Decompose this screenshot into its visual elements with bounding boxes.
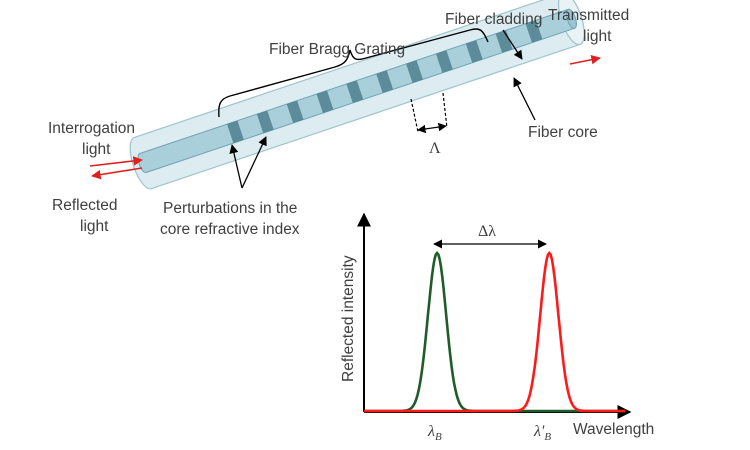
interrogation-light-label-line2: light [82,141,111,158]
perturbation-band [406,60,423,83]
perturbation-pointer-1 [229,144,243,189]
fiber-core-label: Fiber core [528,124,598,141]
perturbation-band [465,40,483,63]
transmitted-light-arrow [569,54,601,65]
cladding-pointer [502,29,523,60]
reflected-light-label-line1: Reflected [52,197,117,214]
perturbation-band [227,120,244,144]
reflected-light-arrow [91,167,143,180]
grating-brace [218,28,489,118]
interrogation-light-arrow [89,156,143,167]
perturbation-band [435,50,453,73]
perturbation-band [376,70,394,93]
transmitted-light-label-line1: Transmitted [548,7,629,24]
spectrum-chart: Reflected intensity Wavelength Δλ λB λ'B [340,212,654,443]
y-axis-label: Reflected intensity [340,255,357,382]
perturbation-pointer-2 [241,136,267,189]
perturbations-label-line2: core refractive index [160,221,300,238]
series-peak-2 [364,250,625,413]
series-peak-1 [364,250,625,413]
grating-period-marker [410,92,448,134]
fiber-cladding-label: Fiber cladding [445,11,542,28]
core-end-face [565,8,577,29]
grating-period-label: Λ [429,140,441,157]
perturbation-band [495,30,513,53]
refractive-index-perturbations [227,20,543,144]
perturbation-band [525,20,543,43]
bragg-wavelength-label: λB [427,423,442,443]
perturbation-band [346,80,364,103]
wavelength-shift-label: Δλ [478,223,496,240]
transmitted-light-label-line2: light [583,28,612,45]
perturbation-band [256,110,274,134]
reflected-light-label-line2: light [80,218,109,235]
optical-fiber [129,0,585,190]
x-axis-label: Wavelength [573,421,654,438]
perturbations-label-line1: Perturbations in the [163,200,297,217]
shifted-bragg-wavelength-label: λ'B [533,423,551,443]
core-pointer [513,77,536,121]
interrogation-light-label-line1: Interrogation [48,120,135,137]
perturbation-band [286,100,304,124]
perturbation-band [316,90,334,113]
fbg-label: Fiber Bragg Grating [269,41,405,58]
